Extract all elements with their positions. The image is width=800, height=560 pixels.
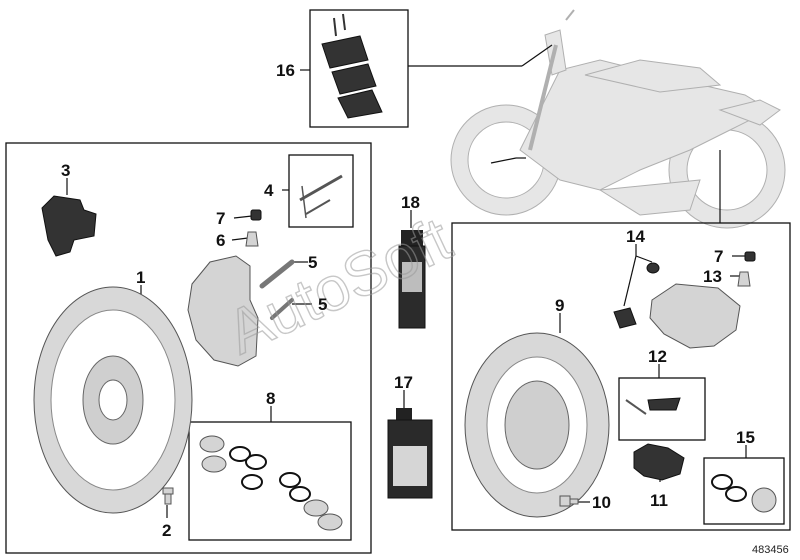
box-front-brake: [5, 142, 372, 554]
part-4-repair-kit: [299, 174, 343, 219]
part-15-piston-set: [711, 474, 777, 513]
part-7-bleeder-cap-rear: [744, 251, 756, 262]
part-front-brake-caliper: [187, 255, 259, 367]
callout-7-rear: 7: [714, 247, 723, 266]
callout-15: 15: [736, 428, 755, 447]
callout-8: 8: [266, 389, 275, 408]
part-5-pin-lower: [270, 298, 294, 320]
part-11-rear-brake-pads: [633, 443, 685, 481]
box-4: [288, 154, 354, 228]
part-13-bleeder-valve: [737, 271, 751, 287]
part-14-cap: [646, 262, 660, 274]
part-rear-brake-caliper: [649, 283, 741, 349]
box-16: [309, 9, 409, 128]
callout-16: 16: [276, 61, 295, 80]
part-10-bolt: [559, 495, 579, 507]
part-6-bleeder-valve: [245, 231, 259, 247]
callout-17: 17: [394, 373, 413, 392]
part-8-piston-set: [199, 435, 343, 531]
callout-7-front: 7: [216, 209, 225, 228]
callout-11: 11: [650, 491, 668, 510]
part-5-pin-upper: [259, 259, 295, 289]
callout-6: 6: [216, 231, 225, 250]
callout-2: 2: [162, 521, 171, 540]
callout-1: 1: [136, 268, 145, 287]
callout-14: 14: [626, 227, 645, 246]
part-16-brake-pad-set: [321, 13, 383, 119]
callout-5-lower: 5: [318, 295, 327, 314]
part-9-rear-brake-disc: [464, 332, 610, 518]
part-17-brake-fluid-bottle: [387, 408, 433, 499]
callout-5-upper: 5: [308, 253, 317, 272]
part-3-brake-pads: [41, 195, 97, 257]
box-12: [618, 377, 706, 441]
box-15: [703, 457, 785, 525]
callout-10: 10: [592, 493, 611, 512]
box-8: [188, 421, 352, 541]
part-12-repair-kit: [625, 397, 681, 415]
part-1-front-brake-disc: [33, 286, 193, 514]
callout-13: 13: [703, 267, 722, 286]
callout-9: 9: [555, 296, 564, 315]
callout-18: 18: [401, 193, 420, 212]
motorcycle-illustration: [450, 9, 786, 229]
part-18-spray-can: [398, 230, 426, 329]
part-7-bleeder-cap: [250, 209, 262, 221]
part-2-bolt: [162, 487, 174, 505]
callout-3: 3: [61, 161, 70, 180]
catalog-number: 483456: [752, 544, 789, 556]
callout-12: 12: [648, 347, 667, 366]
box-rear-brake: [451, 222, 791, 531]
callout-4: 4: [264, 181, 274, 200]
part-14-banjo: [613, 307, 637, 329]
